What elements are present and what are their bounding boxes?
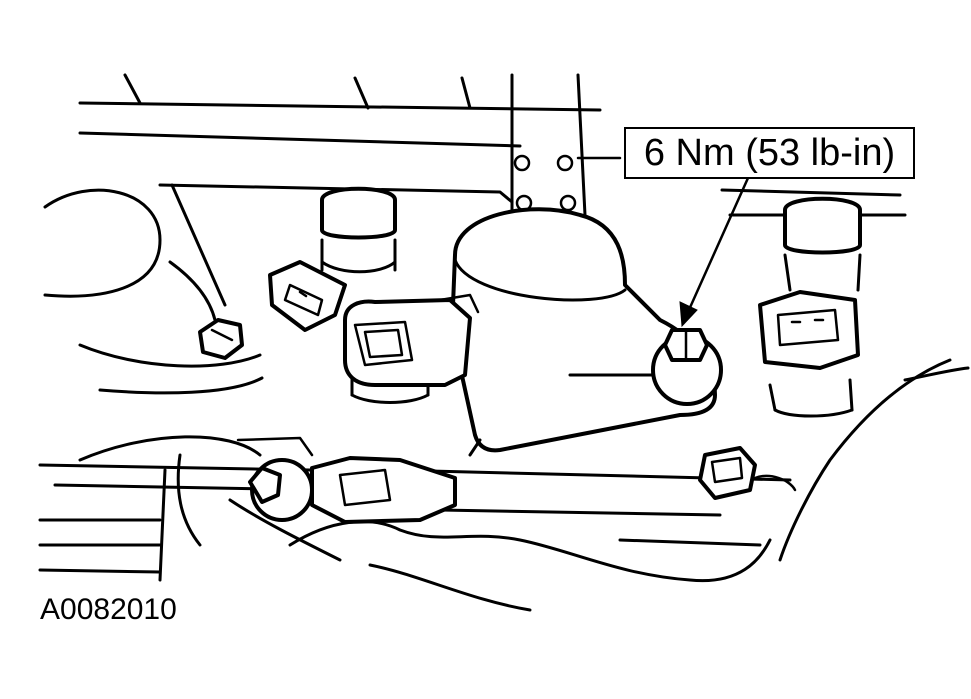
bracket-bolt — [198, 318, 244, 360]
figure-id: A0082010 — [40, 593, 177, 626]
engine-cover-edge — [778, 358, 970, 562]
injector-connector-left — [268, 260, 347, 332]
throttle-bore — [43, 188, 264, 395]
sensor-mounting-screw — [651, 328, 723, 406]
harness-connector-block — [310, 456, 457, 524]
injector-connector-right — [758, 290, 860, 370]
hose-fitting — [236, 436, 314, 522]
small-harness-connector — [698, 446, 797, 500]
fuel-injector-left — [320, 186, 430, 404]
sensor-electrical-connector — [343, 293, 480, 387]
callout-leader — [679, 176, 750, 328]
mounting-bracket — [510, 73, 622, 217]
torque-callout-label: 6 Nm (53 lb-in) — [624, 127, 915, 179]
fuel-injector-right — [768, 196, 862, 418]
leader-arrowhead — [679, 301, 698, 328]
